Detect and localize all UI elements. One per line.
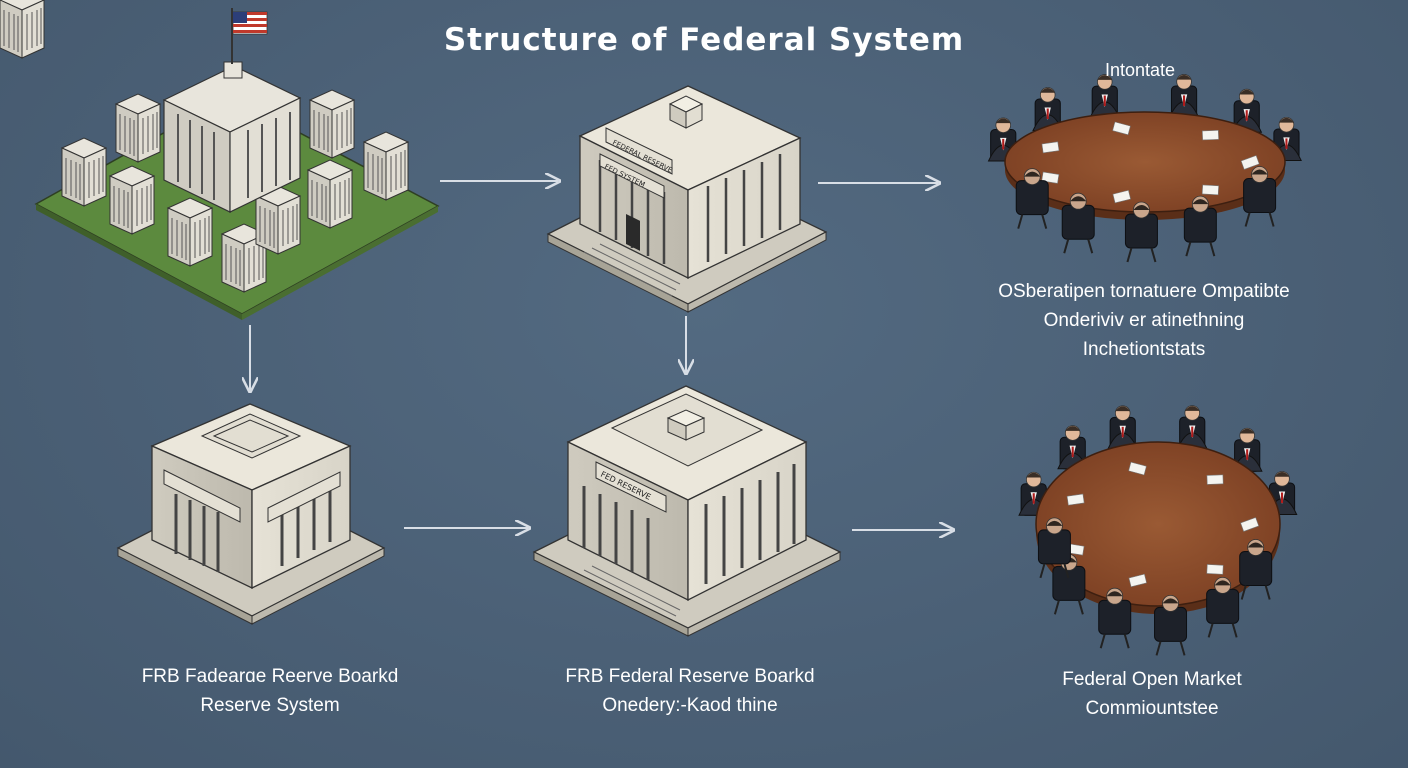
top-right-caption-line-1: OSberatipen tornatuere Ompatibte [998,281,1290,302]
meeting-top-right-member [1183,195,1217,257]
top-right-caption: OSberatipen tornatuere Ompatibte Onderiv… [944,277,1344,364]
meeting-bottom-right-document [1240,517,1260,532]
meeting-top-right-member [1015,168,1049,229]
bottom-right-caption-line-1: Federal Open Market [1062,669,1242,690]
meeting-bottom-right-member [1239,539,1273,600]
bottom-center-caption-line-1: FRB Federal Reserve Boarkd [565,666,815,687]
bottom-right-caption: Federal Open Market Commiountstee [1002,665,1302,723]
meeting-top-right-document [1112,121,1131,136]
meeting-bottom-right-member [1098,587,1132,649]
committee-meetings [987,74,1302,656]
top-right-heading: Intontate [1104,60,1176,80]
diagram-title: Structure of Federal System [443,22,965,58]
federal-campus-illustration [0,0,440,320]
meeting-bottom-right-member [1206,576,1240,638]
reserve-board-building-illustration [116,403,386,625]
meeting-top-right-document [1202,130,1219,141]
meeting-bottom-right-document [1206,474,1224,485]
meeting-top-right-document [1041,141,1060,154]
bottom-left-caption-line-1: FRB Fadearɑe Reerve Boarkd [141,666,399,687]
meeting-bottom-right-member [1154,594,1188,656]
meeting-top-right-document [1240,155,1260,170]
meeting-top-right-document [1041,171,1060,184]
meeting-bottom-right-document [1128,573,1147,588]
meeting-top-right-member [1061,192,1095,254]
meeting-top-right-member [1124,201,1158,263]
top-right-caption-line-2: Onderiviv er atinethning [1043,310,1245,331]
meeting-bottom-right-document [1206,564,1224,575]
federal-reserve-building-illustration: FEDERAL RESERVE FED SYSTEM [546,85,828,313]
office-tower [0,0,46,59]
bottom-right-caption-line-2: Commiountstee [1085,698,1219,719]
bottom-left-caption-line-2: Reserve System [200,695,340,716]
meeting-bottom-right-member [1037,517,1071,579]
federal-reserve-bank-illustration: FED RESERVE [532,385,842,637]
top-right-caption-line-3: Inchetiontstats [1082,339,1206,360]
meeting-bottom-right-member [1107,405,1139,450]
meeting-bottom-right [1018,405,1298,656]
meeting-top-right-member [1243,166,1277,227]
bottom-left-caption: FRB Fadearɑe Reerve Boarkd Reserve Syste… [100,662,440,720]
bottom-center-caption-line-2: Onedery:-Kaod thine [602,695,778,716]
meeting-top-right-document [1201,184,1219,196]
bottom-center-caption: FRB Federal Reserve Boarkd Onedery:-Kaod… [520,662,860,720]
meeting-bottom-right-member [1176,405,1208,450]
flow-arrows [250,181,952,530]
meeting-top-right [987,74,1302,263]
meeting-bottom-right-document [1066,493,1085,506]
meeting-top-right-document [1112,189,1131,204]
meeting-bottom-right-document [1128,461,1147,476]
